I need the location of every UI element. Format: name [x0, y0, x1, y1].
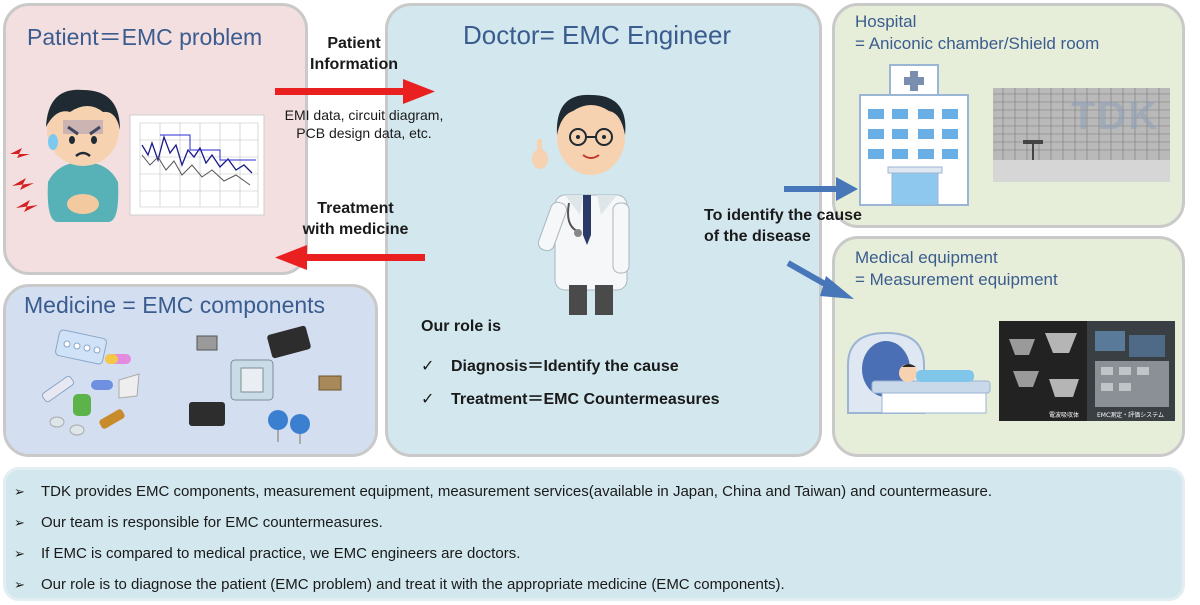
- equipment-title-line2: = Measurement equipment: [855, 270, 1058, 289]
- patient-info-line1: Patient: [327, 35, 381, 52]
- hospital-title-line2: = Aniconic chamber/Shield room: [855, 34, 1100, 53]
- role-item-text: Diagnosis＝Identify the cause: [451, 358, 679, 375]
- treatment-arrow: [275, 245, 425, 270]
- role-item-diagnosis: ✓ Diagnosis＝Identify the cause: [421, 352, 679, 376]
- note-item: ➢ Our role is to diagnose the patient (EM…: [14, 574, 992, 605]
- role-heading: Our role is: [421, 318, 502, 335]
- emc-components: [189, 325, 342, 444]
- doctor-illustration: [532, 94, 630, 315]
- absorber-caption: 電波吸収体: [1049, 412, 1080, 419]
- emi-data-label: EMI data, circuit diagram, PCB design da…: [269, 106, 459, 142]
- emi-data-line1: EMI data, circuit diagram,: [284, 107, 444, 123]
- patient-info-arrow: [275, 79, 435, 104]
- mri-illustration: [847, 331, 991, 414]
- bullet-arrow-icon: ➢: [14, 577, 25, 592]
- patient-illustration: [10, 89, 120, 222]
- hospital-panel-title: Hospital = Aniconic chamber/Shield room: [855, 11, 1099, 55]
- patient-info-line2: Information: [310, 56, 398, 73]
- note-item: ➢ Our team is responsible for EMC counter…: [14, 512, 992, 543]
- medicine-items: [41, 329, 140, 436]
- identify-line2: of the disease: [704, 228, 811, 245]
- check-icon: ✓: [421, 358, 435, 375]
- note-text: Our role is to diagnose the patient (EMC…: [41, 576, 785, 593]
- notes-panel: [3, 467, 1185, 601]
- emi-plot-thumbnail: [129, 114, 265, 216]
- identify-cause-label: To identify the cause of the disease: [704, 205, 862, 247]
- emc-system-caption: EMC測定・評価システム: [1097, 412, 1164, 419]
- patient-panel-title: Patient＝EMC problem: [27, 24, 263, 50]
- equipment-panel-title: Medical equipment = Measurement equipmen…: [855, 247, 1058, 291]
- tdk-logo: TDK: [1071, 94, 1160, 138]
- to-equipment-arrow: [786, 260, 854, 299]
- to-hospital-arrow: [784, 177, 858, 201]
- check-icon: ✓: [421, 391, 435, 408]
- note-text: TDK provides EMC components, measurement…: [41, 483, 993, 500]
- doctor-panel-title: Doctor= EMC Engineer: [463, 20, 732, 50]
- anechoic-chamber-photo: TDK: [993, 88, 1170, 182]
- measurement-equipment-photo: 電波吸収体 EMC測定・評価システム: [999, 321, 1175, 421]
- treatment-label: Treatment with medicine: [283, 198, 428, 240]
- bullet-arrow-icon: ➢: [14, 515, 25, 530]
- arrows-svg: [275, 79, 435, 270]
- medicine-panel-title: Medicine = EMC components: [24, 292, 326, 318]
- role-item-text: Treatment＝EMC Countermeasures: [451, 391, 720, 408]
- equipment-title-line1: Medical equipment: [855, 248, 998, 267]
- emi-data-line2: PCB design data, etc.: [296, 125, 432, 141]
- bullet-arrow-icon: ➢: [14, 484, 25, 499]
- patient-info-label: Patient Information: [304, 33, 404, 75]
- note-text: Our team is responsible for EMC counterm…: [41, 514, 383, 531]
- notes-list: ➢ TDK provides EMC components, measuremen…: [14, 481, 992, 605]
- note-item: ➢ TDK provides EMC components, measuremen…: [14, 481, 992, 512]
- blue-arrows-svg: [784, 177, 858, 299]
- note-item: ➢ If EMC is compared to medical practice,…: [14, 543, 992, 574]
- hospital-title-line1: Hospital: [855, 12, 917, 31]
- treatment-line2: with medicine: [302, 221, 409, 238]
- treatment-line1: Treatment: [317, 200, 394, 217]
- bullet-arrow-icon: ➢: [14, 546, 25, 561]
- note-text: If EMC is compared to medical practice, …: [41, 545, 521, 562]
- pain-spark-icon: [10, 148, 38, 212]
- role-item-treatment: ✓ Treatment＝EMC Countermeasures: [421, 385, 720, 409]
- identify-line1: To identify the cause: [704, 207, 862, 224]
- hospital-building-icon: [859, 64, 969, 206]
- medicine-panel: [3, 284, 378, 457]
